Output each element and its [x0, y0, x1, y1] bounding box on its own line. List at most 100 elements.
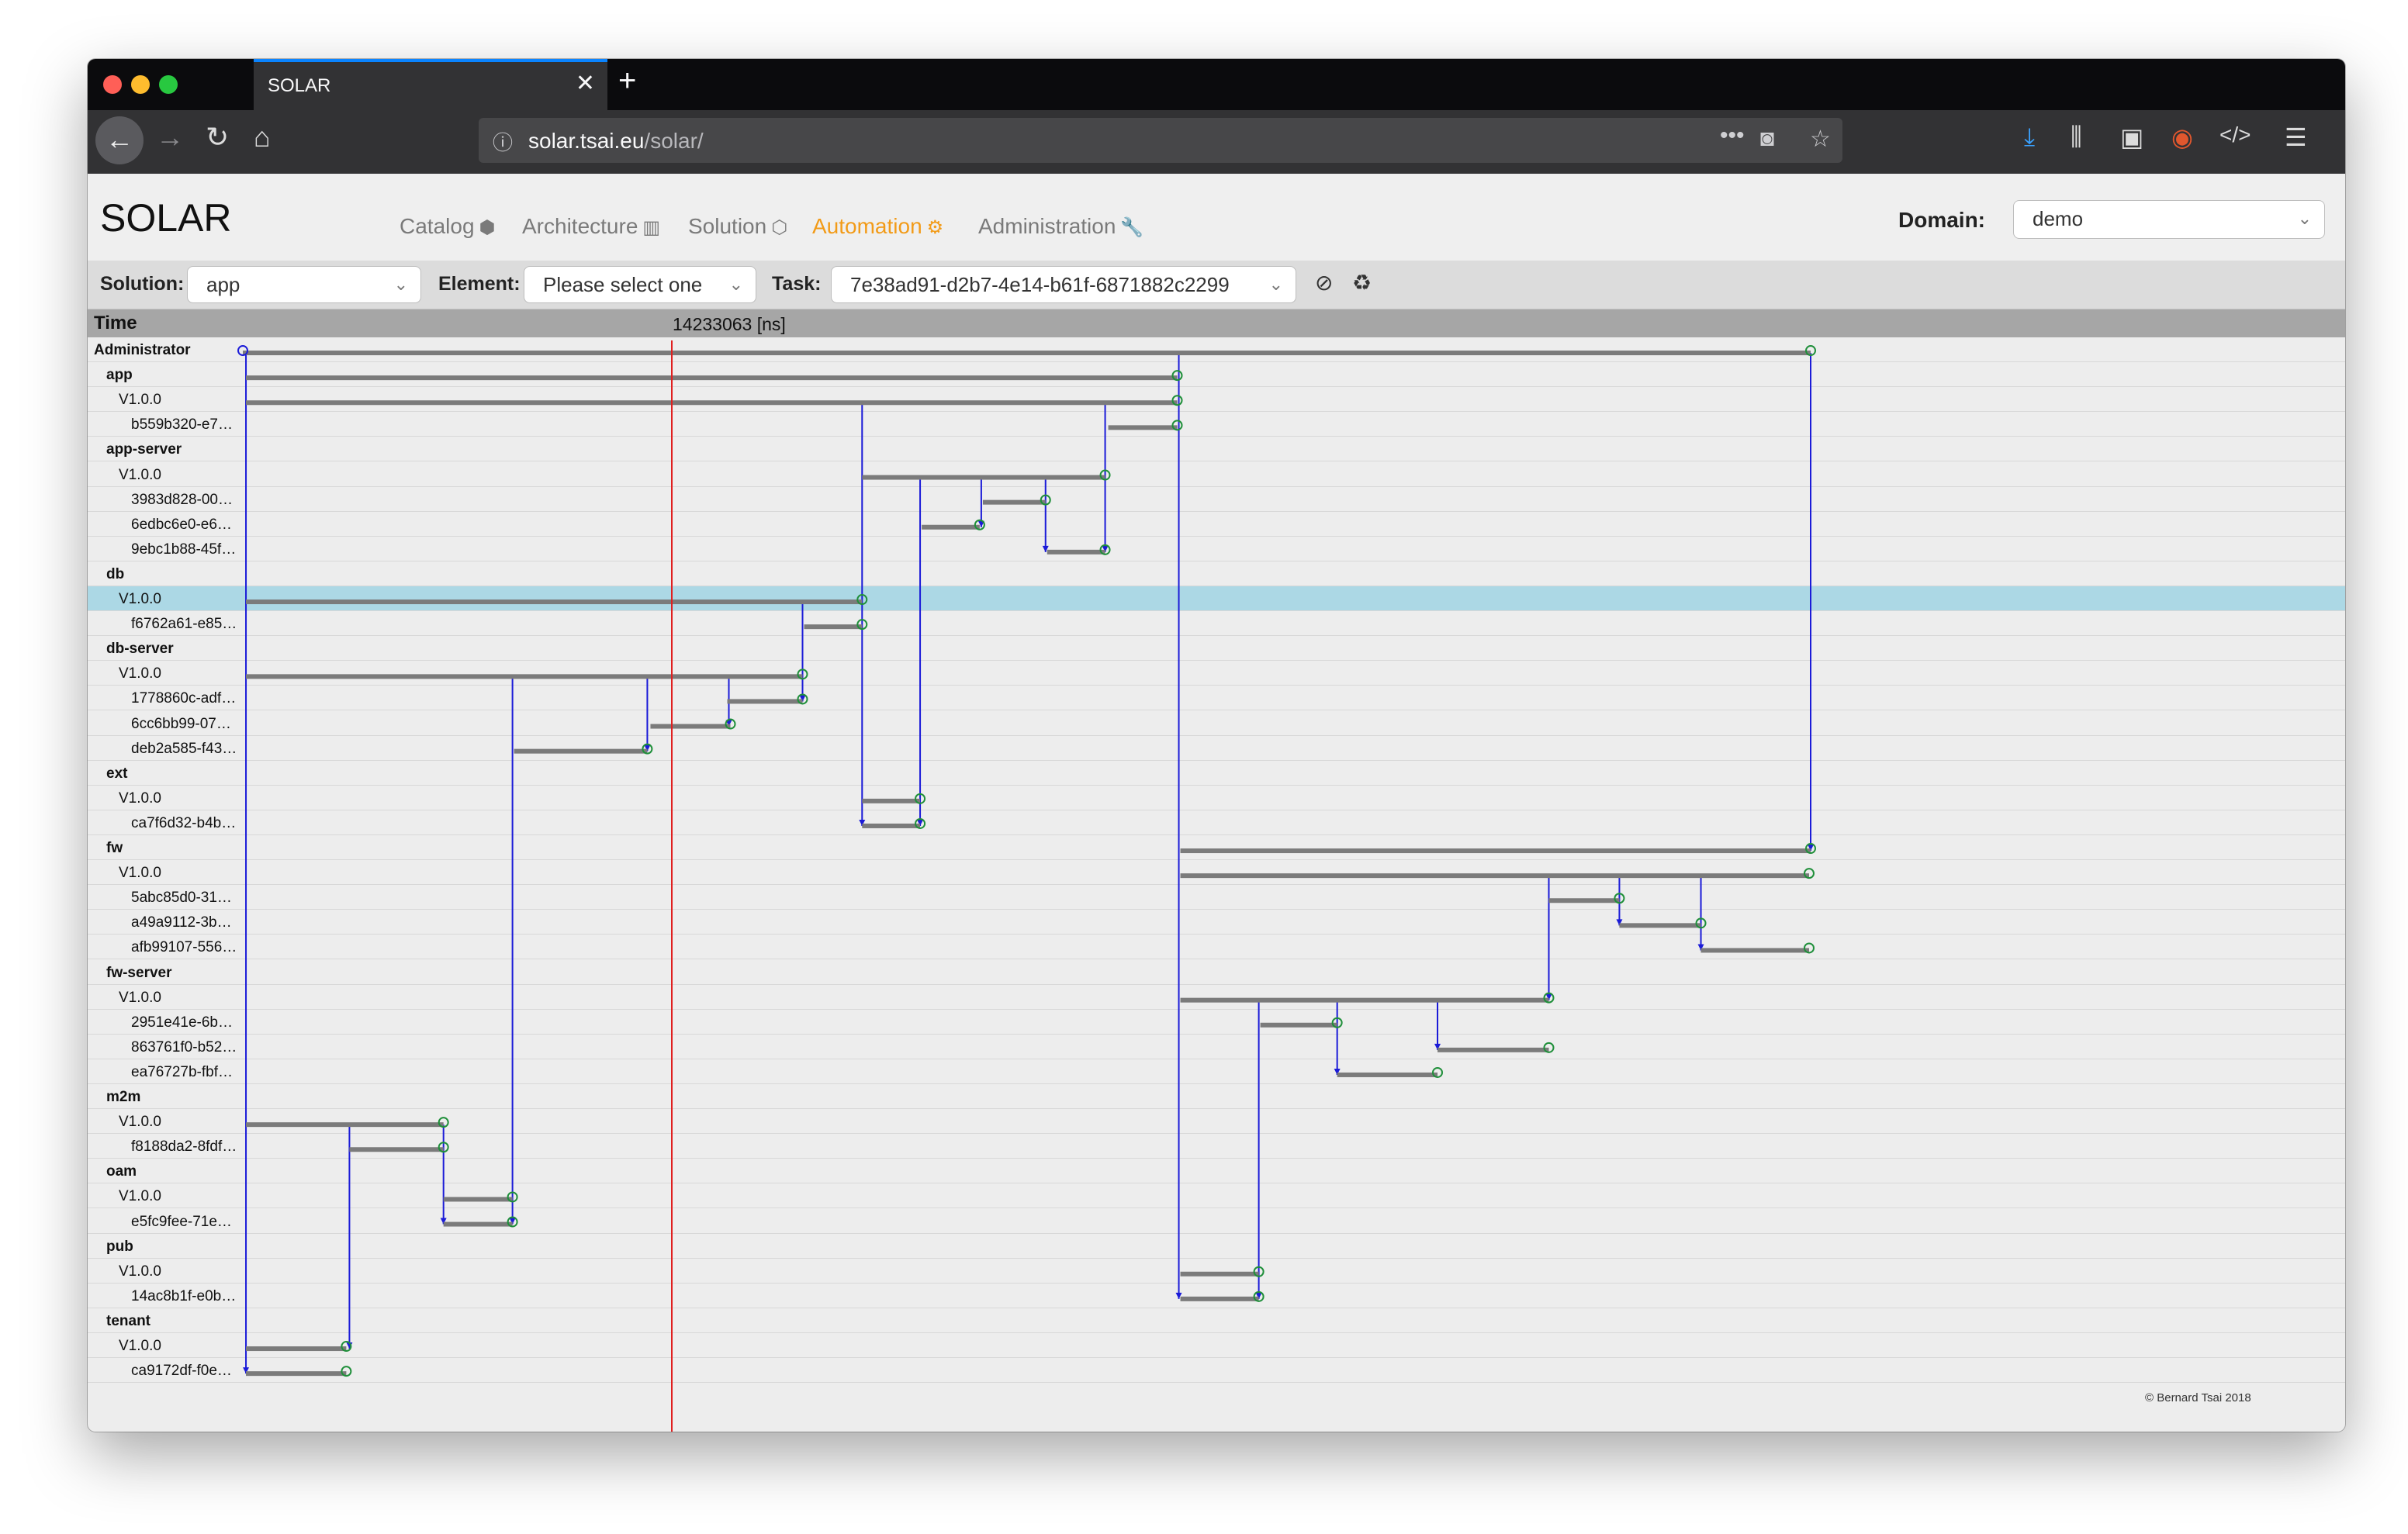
timeline-row[interactable]: oam	[88, 1159, 2345, 1184]
firefox-account-icon[interactable]: ◉	[2171, 123, 2193, 151]
timeline-span[interactable]	[243, 351, 1811, 356]
new-tab-button[interactable]: +	[618, 64, 637, 98]
timeline-row[interactable]: ca9172df-f0e…	[88, 1358, 2345, 1384]
minimize-window-button[interactable]	[131, 75, 150, 94]
timeline-span[interactable]	[246, 375, 1178, 381]
timeline-span[interactable]	[1180, 1296, 1259, 1301]
nav-automation[interactable]: Automation⚙	[812, 214, 943, 239]
timeline-span[interactable]	[1619, 923, 1701, 928]
domain-select[interactable]: demo ⌄	[2013, 200, 2325, 239]
timeline-row[interactable]: app-server	[88, 437, 2345, 462]
timeline-row[interactable]: V1.0.0	[88, 1333, 2345, 1358]
timeline-row[interactable]: ea76727b-fbf…	[88, 1059, 2345, 1084]
timeline-row[interactable]: a49a9112-3b…	[88, 910, 2345, 935]
timeline-row[interactable]: V1.0.0	[88, 1183, 2345, 1209]
timeline-row[interactable]: tenant	[88, 1308, 2345, 1333]
timeline-row[interactable]: fw-server	[88, 959, 2345, 985]
timeline-row[interactable]: fw	[88, 835, 2345, 860]
timeline-row[interactable]: 1778860c-adf…	[88, 686, 2345, 711]
timeline-span[interactable]	[246, 1122, 444, 1128]
back-icon[interactable]: ←	[95, 116, 144, 164]
site-info-icon[interactable]: ⓘ	[493, 131, 514, 154]
timeline-span[interactable]	[1180, 848, 1811, 854]
timeline-row[interactable]: 6edbc6e0-e6…	[88, 511, 2345, 537]
hide-icon[interactable]: ⊘	[1315, 271, 1334, 295]
downloads-icon[interactable]: ⤓	[2024, 123, 2036, 150]
timeline-span[interactable]	[1548, 898, 1620, 903]
timeline-row[interactable]: V1.0.0	[88, 984, 2345, 1010]
menu-icon[interactable]: ☰	[2285, 123, 2307, 151]
timeline-row[interactable]: 3983d828-00…	[88, 486, 2345, 512]
timeline-span[interactable]	[1260, 1022, 1337, 1028]
timeline-row[interactable]: deb2a585-f43…	[88, 735, 2345, 761]
timeline-row[interactable]: ca7f6d32-b4b…	[88, 810, 2345, 835]
timeline-span[interactable]	[1180, 997, 1549, 1003]
timeline-row[interactable]: 863761f0-b52…	[88, 1034, 2345, 1059]
timeline-span[interactable]	[862, 798, 921, 803]
timeline-span[interactable]	[1180, 873, 1809, 879]
timeline-span[interactable]	[862, 475, 1105, 480]
timeline-span[interactable]	[1047, 549, 1105, 555]
nav-architecture[interactable]: Architecture▥	[522, 214, 660, 239]
timeline-row[interactable]: 14ac8b1f-e0b…	[88, 1283, 2345, 1308]
home-icon[interactable]: ⌂	[254, 121, 271, 153]
timeline-span[interactable]	[982, 499, 1046, 505]
timeline-span[interactable]	[246, 674, 803, 679]
timeline-row[interactable]: db	[88, 561, 2345, 586]
timeline-row[interactable]: f6762a61-e85…	[88, 611, 2345, 637]
timeline-row[interactable]: V1.0.0	[88, 461, 2345, 487]
close-tab-icon[interactable]: ✕	[575, 71, 595, 96]
time-cursor-line[interactable]	[671, 340, 673, 1432]
timeline-span[interactable]	[804, 624, 863, 630]
timeline-row[interactable]: V1.0.0	[88, 860, 2345, 886]
pocket-icon[interactable]: ◙	[1760, 126, 1775, 151]
timeline-row[interactable]: db-server	[88, 636, 2345, 662]
timeline-row[interactable]: V1.0.0	[88, 1109, 2345, 1135]
timeline-span[interactable]	[246, 1371, 347, 1377]
timeline-span[interactable]	[922, 524, 980, 530]
close-window-button[interactable]	[103, 75, 122, 94]
reload-icon[interactable]: ↻	[206, 121, 230, 153]
timeline-span[interactable]	[443, 1221, 513, 1227]
timeline-row[interactable]: app	[88, 362, 2345, 388]
element-select[interactable]: Please select one ⌄	[524, 266, 756, 303]
developer-tools-icon[interactable]: </>	[2219, 123, 2251, 147]
timeline-row[interactable]: 9ebc1b88-45f…	[88, 536, 2345, 561]
timeline-row[interactable]: 2951e41e-6b…	[88, 1009, 2345, 1035]
bookmark-star-icon[interactable]: ☆	[1810, 126, 1831, 152]
timeline-row[interactable]: f8188da2-8fdf…	[88, 1134, 2345, 1159]
task-select[interactable]: 7e38ad91-d2b7-4e14-b61f-6871882c2299 ⌄	[831, 266, 1296, 303]
timeline-row[interactable]: e5fc9fee-71e…	[88, 1208, 2345, 1234]
recycle-icon[interactable]: ♻	[1352, 271, 1372, 295]
url-bar[interactable]: ⓘ solar.tsai.eu/solar/ ••• ◙ ☆	[479, 118, 1842, 163]
timeline-row[interactable]: pub	[88, 1233, 2345, 1259]
timeline-span[interactable]	[862, 823, 921, 828]
timeline-span[interactable]	[1700, 948, 1809, 953]
library-icon[interactable]: ⫼	[2071, 123, 2082, 150]
sidebar-icon[interactable]: ▣	[2120, 123, 2144, 151]
timeline-row[interactable]: Administrator	[88, 337, 2345, 362]
timeline-row[interactable]: b559b320-e7…	[88, 412, 2345, 437]
page-actions-icon[interactable]: •••	[1720, 123, 1745, 148]
forward-icon[interactable]: →	[156, 121, 184, 153]
timeline-row[interactable]: 5abc85d0-31…	[88, 885, 2345, 910]
nav-catalog[interactable]: Catalog⬢	[400, 214, 495, 239]
timeline-span[interactable]	[246, 400, 1178, 406]
timeline-span[interactable]	[1438, 1047, 1549, 1052]
timeline-span[interactable]	[1337, 1072, 1438, 1077]
timeline-span[interactable]	[1108, 425, 1178, 430]
nav-solution[interactable]: Solution⬡	[688, 214, 787, 239]
nav-administration[interactable]: Administration🔧	[978, 214, 1143, 239]
timeline-row[interactable]: ext	[88, 760, 2345, 786]
maximize-window-button[interactable]	[159, 75, 178, 94]
browser-tab[interactable]: SOLAR ✕	[254, 59, 607, 110]
timeline-span[interactable]	[246, 1346, 347, 1352]
timeline-span[interactable]	[727, 699, 803, 704]
timeline-span[interactable]	[650, 724, 731, 729]
timeline-span[interactable]	[349, 1147, 444, 1152]
timeline-span[interactable]	[443, 1197, 513, 1202]
timeline-span[interactable]	[1180, 1271, 1259, 1277]
timeline-row[interactable]: V1.0.0	[88, 1258, 2345, 1284]
solution-select[interactable]: app ⌄	[187, 266, 421, 303]
timeline-row[interactable]: m2m	[88, 1084, 2345, 1109]
